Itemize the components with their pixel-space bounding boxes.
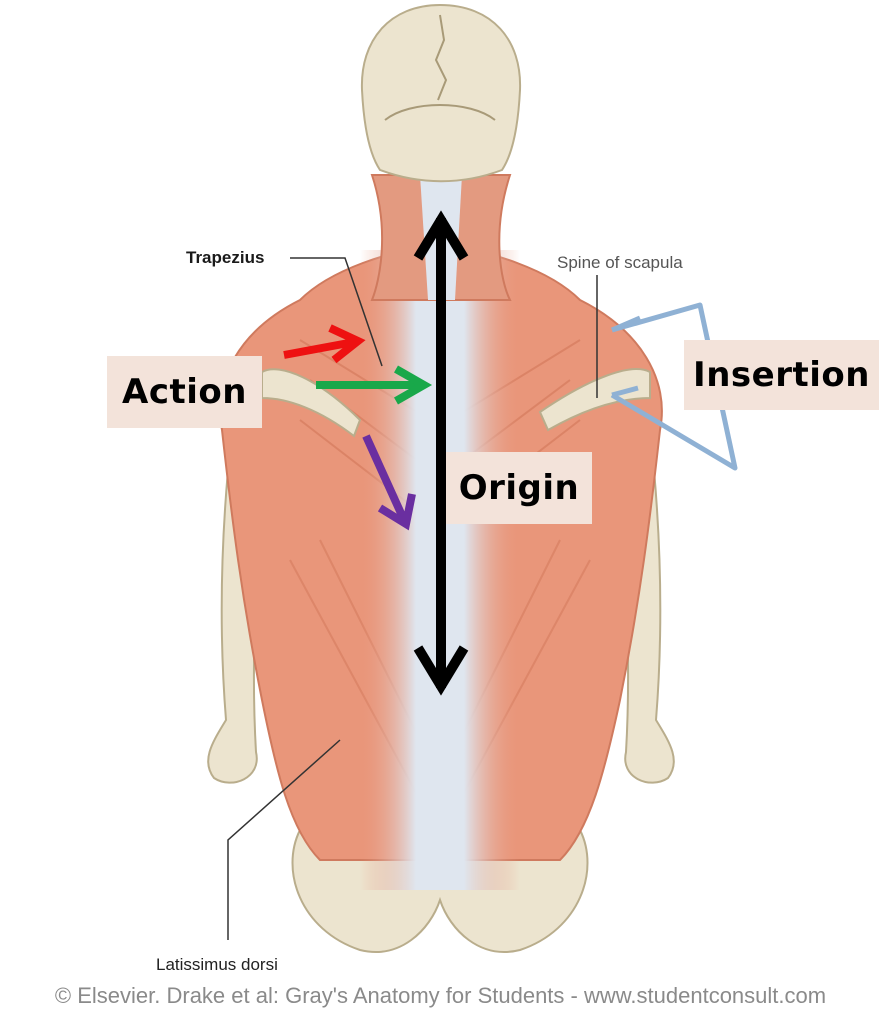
skull	[362, 5, 520, 181]
origin-callout: Origin	[446, 452, 592, 524]
latissimus-dorsi-label: Latissimus dorsi	[156, 955, 278, 975]
trapezius-label: Trapezius	[186, 248, 264, 268]
insertion-callout: Insertion	[684, 340, 879, 410]
spine-of-scapula-label: Spine of scapula	[557, 253, 683, 273]
image-credit: © Elsevier. Drake et al: Gray's Anatomy …	[0, 983, 881, 1009]
action-callout: Action	[107, 356, 262, 428]
